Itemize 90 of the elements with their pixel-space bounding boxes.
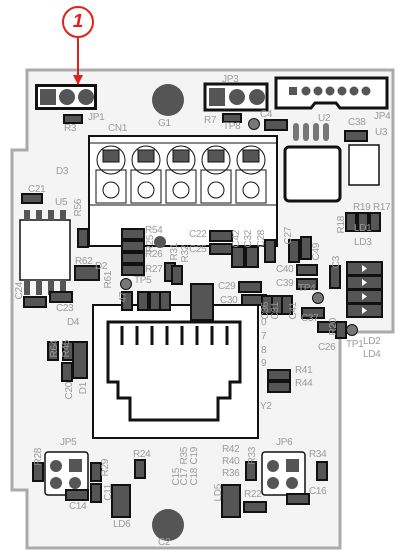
component-label: R17 [373,203,390,213]
component-label: R28 [34,448,44,466]
component-label: R29 [101,459,111,476]
component-label: C20 [65,382,75,400]
component-label: C42 [232,230,242,248]
component-label: R64 [50,340,60,358]
component-label: JP6 [276,438,292,448]
component-label: CN1 [108,124,128,134]
component-label: C14 [69,502,86,512]
component-label: 9 [261,359,266,369]
leader-arrow [73,38,83,85]
component-label: C3 [332,256,342,268]
component-label: C4 [260,110,272,120]
pin-header [35,84,97,110]
component-label: C25 [189,245,206,255]
component-label: R32 [181,245,191,262]
component-label: R62 [75,257,92,267]
component-label: R3 [64,124,76,134]
component-label: R18 [337,216,347,234]
callout-number: 1 [62,6,94,38]
component-label: 47 [119,292,129,303]
component-label: D2 [95,262,108,272]
component-label: U2 [318,114,330,124]
component-label: C16 [309,487,326,497]
component-label: C22 [189,230,206,240]
component-label: 7 [261,332,266,342]
component-label: C28 [257,230,267,248]
component-label: LD3 [354,238,372,248]
component-label: C24 [15,282,25,300]
component-label: R61 [104,271,114,288]
component-label: C32 [244,230,254,248]
component-label: JP5 [60,438,76,448]
component-label: C27 [284,227,294,244]
component-label: Y2 [260,402,272,412]
component-label: C2 [158,538,170,548]
component-label: LD2 [363,337,380,347]
component-label: JP4 [374,112,390,122]
component-label: R19 [353,203,370,213]
component-label: R24 [133,450,150,460]
component-label: TP5 [134,276,152,286]
component-label: LD5 [214,484,224,502]
component-label: C17 [180,468,190,486]
component-label: R36 [222,469,240,479]
component-label: D3 [56,167,68,177]
component-label: D4 [67,318,80,328]
component-label: C18 [190,468,200,486]
component-label: TP8 [223,122,240,132]
component-label: U5 [55,198,68,208]
component-label: R44 [295,379,312,389]
component-label: C19 [190,447,200,464]
component-label: C39 [276,279,294,289]
component-label: R34 [309,450,326,460]
component-label: C37 [301,314,318,324]
component-label: JP1 [88,113,104,123]
component-label: R35 [180,447,190,464]
component-label: C30 [220,296,238,306]
component-label: R26 [145,250,162,260]
component-label: LD1 [354,224,372,234]
component-label: C21 [28,185,46,195]
component-label: R22 [244,490,262,500]
component-label: LD6 [113,520,130,530]
component-label: C36 [261,302,271,320]
component-label: C23 [56,304,74,314]
component-label: C41 [289,302,299,320]
component-label: R56 [74,199,84,216]
component-label: C31 [271,302,281,320]
component-label: G1 [158,119,171,129]
component-label: R54 [145,226,162,236]
component-label: C38 [348,118,366,128]
component-label: R7 [204,116,216,126]
component-label: C29 [218,282,236,292]
component-label: TP1 [346,340,364,350]
component-label: R42 [222,445,240,455]
component-label: R45 [62,340,72,358]
component-label: U3 [375,128,388,138]
component-label: C40 [276,265,294,275]
component-label: R33 [248,447,258,464]
component-label: R41 [295,366,312,376]
component-label: C11 [104,484,114,501]
component-label: LD4 [363,350,380,360]
component-label: R40 [222,457,240,467]
component-label: R27 [145,265,162,275]
component-label: 8 [261,346,266,356]
component-label: R20 [329,318,339,336]
component-label: D1 [79,382,89,394]
component-label: R31 [170,243,180,260]
component-label: C26 [318,343,336,353]
component-label: JP3 [222,75,238,85]
component-label: TP4 [298,284,316,294]
component-label: C49 [312,243,322,260]
